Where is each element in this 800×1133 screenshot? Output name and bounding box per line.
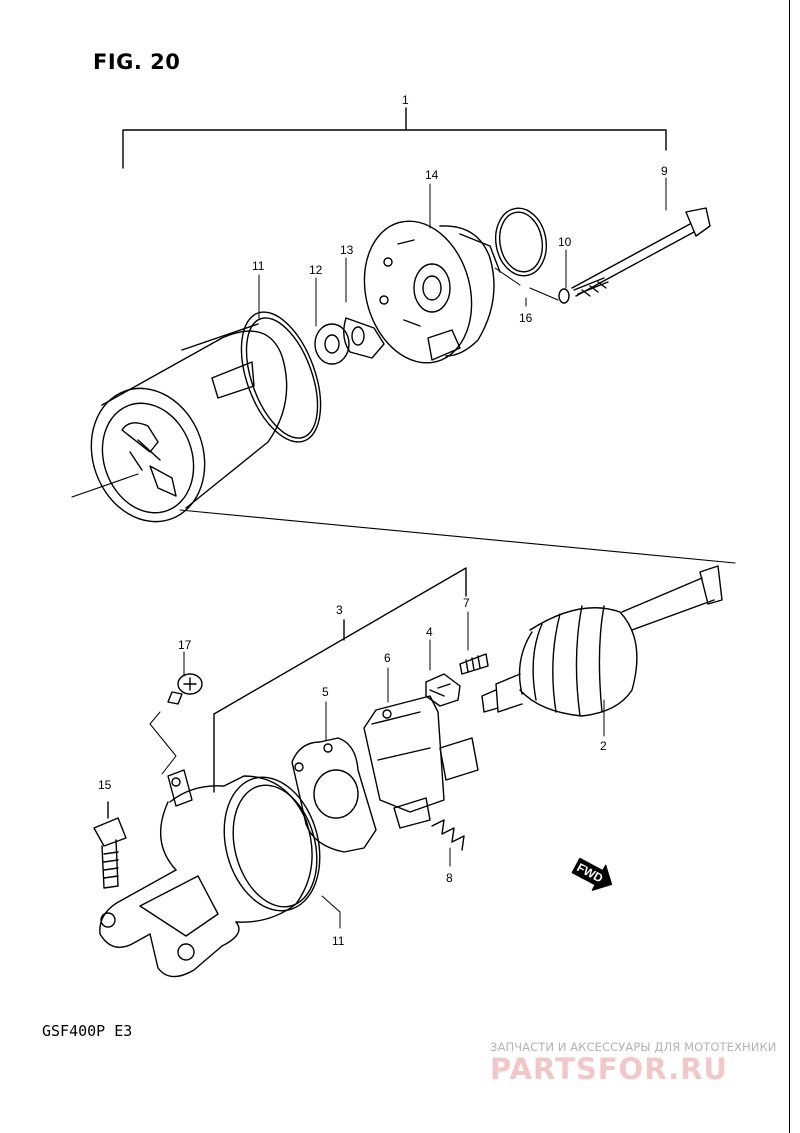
o-ring-16 <box>494 207 548 277</box>
callout-17: 17 <box>178 638 192 652</box>
page-border <box>789 0 790 1133</box>
end-cover <box>99 769 313 978</box>
bolt-7 <box>459 653 489 675</box>
terminal-plate-5 <box>291 737 377 853</box>
callout-2: 2 <box>600 739 607 753</box>
callout-12: 12 <box>309 263 323 277</box>
callout-3: 3 <box>336 603 343 617</box>
o-ring-lower-inner <box>232 784 318 908</box>
bracket-3 <box>213 567 467 793</box>
callout-1: 1 <box>402 93 409 107</box>
callout-14: 14 <box>425 168 439 182</box>
watermark-caption: ЗАПЧАСТИ И АКСЕССУАРЫ ДЛЯ МОТОТЕХНИКИ <box>490 1040 777 1054</box>
callout-15: 15 <box>98 778 112 792</box>
assembly-guide-lines <box>71 473 736 564</box>
callout-11-lower: 11 <box>332 934 345 948</box>
callout-7: 7 <box>463 596 470 610</box>
bolt-15 <box>93 801 127 889</box>
callout-5: 5 <box>322 685 329 699</box>
callout-11-upper: 11 <box>252 259 265 273</box>
leader-lines <box>183 177 667 929</box>
brush-holder-6 <box>363 695 479 829</box>
model-code: GSF400P E3 <box>42 1022 133 1040</box>
o-ring-lower <box>223 776 321 912</box>
plate-13-hole <box>351 326 365 346</box>
armature-2 <box>481 565 723 717</box>
o-ring-upper <box>240 311 322 443</box>
watermark-logo: PARTSFOR.RU <box>490 1052 728 1086</box>
washer-12 <box>314 323 350 365</box>
screw-17 <box>149 673 203 775</box>
callout-9: 9 <box>661 164 668 178</box>
spring-8 <box>431 819 465 851</box>
callout-16: 16 <box>519 311 533 325</box>
callout-8: 8 <box>446 871 453 885</box>
bracket-1 <box>122 107 667 169</box>
o-ring-upper-inner <box>245 317 319 439</box>
figure-title: FIG. 20 <box>93 50 181 74</box>
callout-10: 10 <box>558 235 572 249</box>
washer-10 <box>558 288 570 304</box>
through-bolt-9 <box>571 207 711 297</box>
callout-labels: 1 9 14 11 12 13 10 16 3 7 17 4 6 5 2 15 … <box>98 93 668 948</box>
callout-6: 6 <box>384 651 391 665</box>
washer-12-hole <box>324 334 340 354</box>
o-ring-16-inner <box>498 211 544 273</box>
callout-4: 4 <box>426 625 433 639</box>
plate-13 <box>343 317 385 359</box>
callout-13: 13 <box>340 243 354 257</box>
fwd-arrow-icon: FWD <box>571 857 613 891</box>
motor-housing <box>90 323 288 523</box>
front-cover-14 <box>363 220 501 364</box>
brush-4 <box>425 673 461 707</box>
